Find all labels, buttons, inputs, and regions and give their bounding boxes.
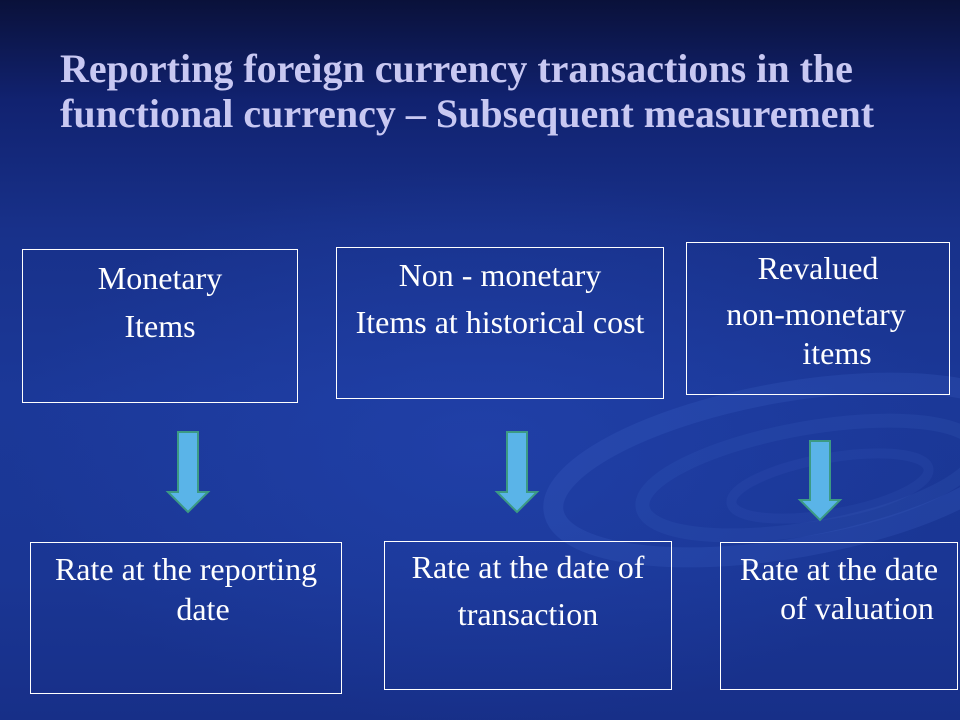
box-monetary-items-line-2: Items [124,308,196,344]
box-monetary-items: Monetary Items [22,249,298,403]
box-rate-transaction-line-1: Rate at the date of [411,549,645,585]
slide-title: Reporting foreign currency transactions … [60,46,874,136]
box-rate-reporting-date: Rate at the reporting date [30,542,342,694]
down-arrow-monetary-to-reporting-rate [165,431,211,514]
box-non-monetary-line-2: Items at historical cost [355,304,645,340]
box-rate-reporting-line-1: Rate at the reporting [54,551,318,587]
down-arrow-historical-cost-to-transaction-rate [494,431,540,514]
box-rate-valuation-date: Rate at the date of valuation [720,542,958,690]
slide-title-line-1: Reporting foreign currency transactions … [60,46,853,91]
box-non-monetary-historical-cost: Non - monetary Items at historical cost [336,247,664,399]
box-revalued-line-2: non-monetary [726,296,906,332]
slide-title-line-2: functional currency – Subsequent measure… [60,91,875,136]
down-arrow-revalued-to-valuation-rate [797,440,843,522]
box-rate-valuation-line-1: Rate at the date [739,551,939,587]
box-rate-reporting-line-2: date [176,591,230,627]
box-revalued-non-monetary: Revalued non-monetary items [686,242,950,395]
box-non-monetary-line-1: Non - monetary [398,257,602,293]
box-rate-transaction-line-2: transaction [457,596,599,632]
box-rate-transaction-date: Rate at the date of transaction [384,541,672,690]
box-monetary-items-line-1: Monetary [97,260,223,296]
box-revalued-line-3: items [802,335,872,371]
box-rate-valuation-line-2: of valuation [780,590,934,626]
box-revalued-line-1: Revalued [757,250,879,286]
